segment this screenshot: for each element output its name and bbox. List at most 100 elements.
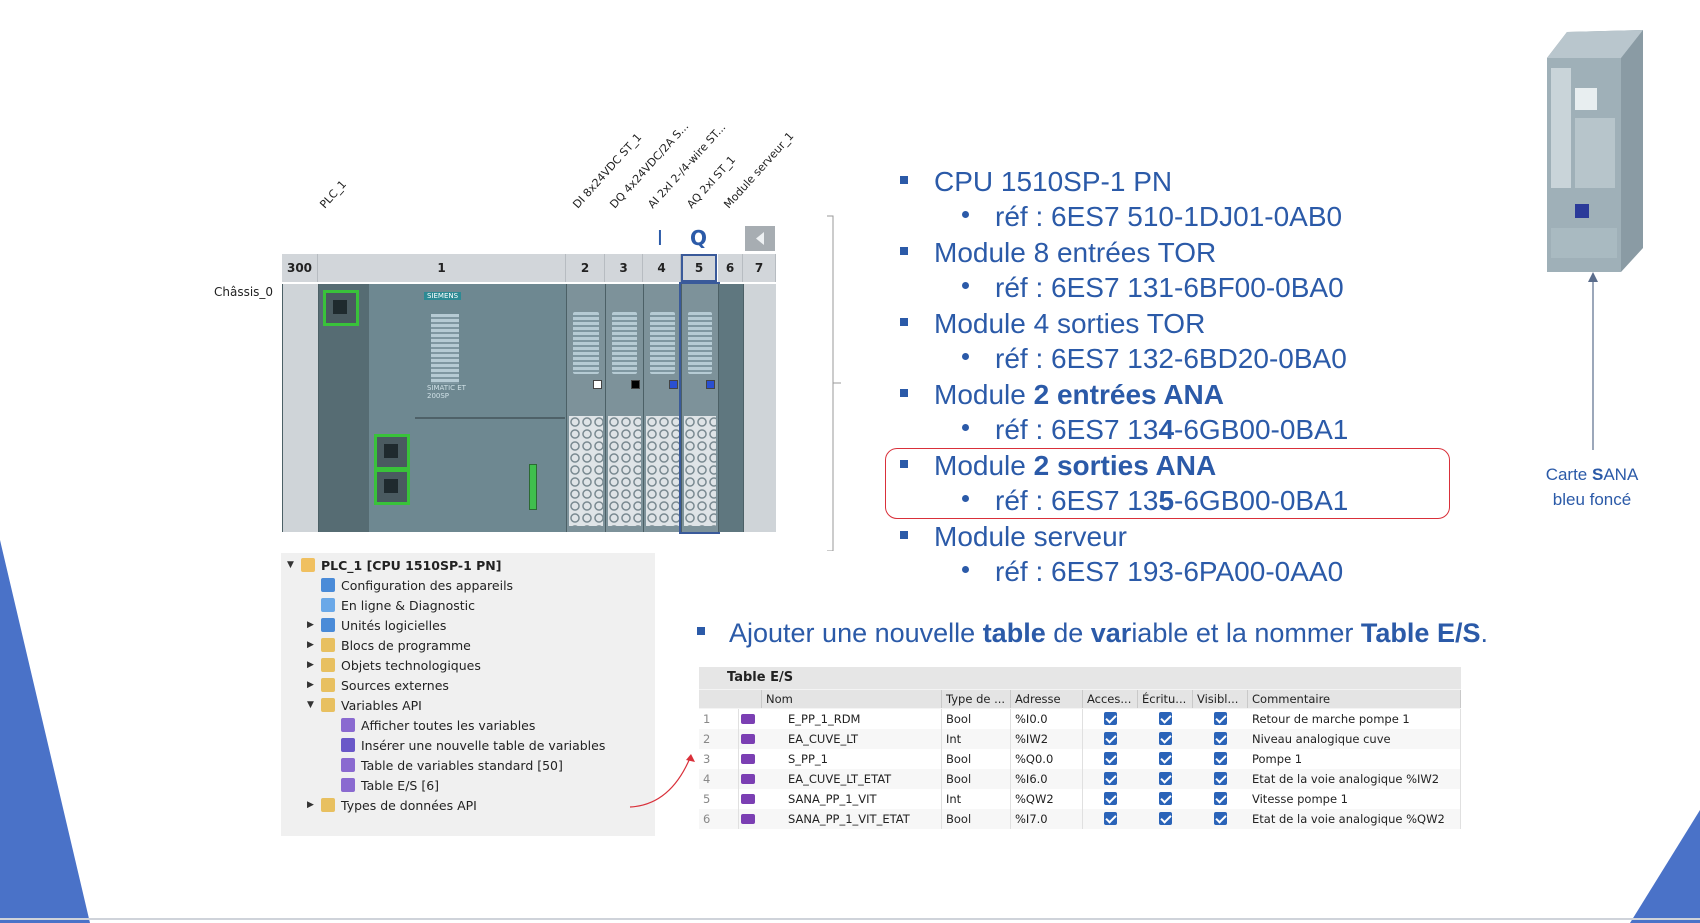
cell-name[interactable]: E_PP_1_RDM [762,709,942,729]
tree-item-show-all[interactable]: Afficher toutes les variables [327,715,535,735]
cell-type[interactable]: Bool [942,769,1011,789]
cell-name[interactable]: S_PP_1 [762,749,942,769]
cell-comment[interactable]: Vitesse pompe 1 [1248,789,1461,809]
cell-comment[interactable]: Retour de marche pompe 1 [1248,709,1461,729]
tree-item-config[interactable]: Configuration des appareils [307,575,513,595]
tree-item-plc[interactable]: ▼ PLC_1 [CPU 1510SP-1 PN] [287,557,502,573]
tag-icon [741,754,755,764]
ref-cpu: réf : 6ES7 510-1DJ01-0AB0 [962,201,1342,233]
ai-module[interactable] [643,284,681,532]
tag-icon [741,734,755,744]
tree-item-blocks[interactable]: ▶ Blocs de programme [307,637,471,653]
row-index: 6 [699,809,739,829]
folder-icon [321,658,335,672]
aq-module[interactable] [679,282,720,534]
cell-type[interactable]: Int [942,789,1011,809]
tag-icon [741,814,755,824]
tree-item-external[interactable]: ▶ Sources externes [307,677,449,693]
tree-item-standard-table[interactable]: Table de variables standard [50] [327,755,563,775]
cell-name[interactable]: EA_CUVE_LT [762,729,942,749]
header-comment[interactable]: Commentaire [1248,690,1461,708]
header-visible[interactable]: Visibl... [1193,690,1248,708]
rack-slot-2[interactable]: 2 [566,254,605,282]
rack-slot-5[interactable]: 5 [681,254,717,282]
checkbox-writable[interactable] [1159,812,1172,825]
cell-type[interactable]: Bool [942,809,1011,829]
tag-icon [741,774,755,784]
cell-comment[interactable]: Etat de la voie analogique %QW2 [1248,809,1461,829]
cell-name[interactable]: SANA_PP_1_VIT [762,789,942,809]
cell-address[interactable]: %IW2 [1011,729,1083,749]
rack-slot-6[interactable]: 6 [718,254,743,282]
tree-item-datatypes[interactable]: ▶ Types de données API [307,797,477,813]
cell-name[interactable]: EA_CUVE_LT_ETAT [762,769,942,789]
chevron-left-icon [756,232,764,245]
device-config-icon [321,578,335,592]
cell-address[interactable]: %I0.0 [1011,709,1083,729]
cell-address[interactable]: %I6.0 [1011,769,1083,789]
tree-item-io-table[interactable]: Table E/S [6] [327,775,439,795]
header-address[interactable]: Adresse [1011,690,1083,708]
checkbox-accessible[interactable] [1104,732,1117,745]
cell-address[interactable]: %Q0.0 [1011,749,1083,769]
cpu-module[interactable]: SIEMENS SIMATIC ET 200SP [318,284,566,532]
di-module[interactable] [566,284,605,532]
checkbox-visible[interactable] [1214,752,1227,765]
checkbox-accessible[interactable] [1104,772,1117,785]
checkbox-accessible[interactable] [1104,812,1117,825]
server-module[interactable] [718,284,743,532]
cell-name[interactable]: SANA_PP_1_VIT_ETAT [762,809,942,829]
tree-item-techobjects[interactable]: ▶ Objets technologiques [307,657,481,673]
rack-slot-7[interactable]: 7 [743,254,776,282]
bullet-aq: Module 2 sorties ANA [900,450,1216,482]
cell-comment[interactable]: Etat de la voie analogique %IW2 [1248,769,1461,789]
tree-item-variables[interactable]: ▼ Variables API [307,697,422,713]
header-name[interactable]: Nom [762,690,942,708]
add-table-icon [341,738,355,752]
cell-comment[interactable]: Niveau analogique cuve [1248,729,1461,749]
checkbox-writable[interactable] [1159,752,1172,765]
checkbox-visible[interactable] [1214,712,1227,725]
checkbox-visible[interactable] [1214,812,1227,825]
tag-icon [741,794,755,804]
rack-slot-300[interactable]: 300 [282,254,318,282]
rack-slot-4[interactable]: 4 [643,254,681,282]
cell-address[interactable]: %QW2 [1011,789,1083,809]
checkbox-accessible[interactable] [1104,752,1117,765]
tree-item-insert-table[interactable]: Insérer une nouvelle table de variables [327,735,605,755]
checkbox-writable[interactable] [1159,772,1172,785]
checkbox-writable[interactable] [1159,712,1172,725]
tree-item-online[interactable]: En ligne & Diagnostic [307,595,475,615]
header-type[interactable]: Type de ... [942,690,1011,708]
checkbox-accessible[interactable] [1104,712,1117,725]
checkbox-writable[interactable] [1159,732,1172,745]
row-index: 2 [699,729,739,749]
ref-server: réf : 6ES7 193-6PA00-0AA0 [962,556,1343,588]
rack-slot-1[interactable]: 1 [318,254,566,282]
cell-address[interactable]: %I7.0 [1011,809,1083,829]
dq-module[interactable] [605,284,643,532]
cell-type[interactable]: Int [942,729,1011,749]
ethernet-port-icon [374,469,410,505]
cell-type[interactable]: Bool [942,709,1011,729]
ethernet-port-icon [374,434,410,470]
checkbox-accessible[interactable] [1104,792,1117,805]
tag-icon [741,714,755,724]
checkbox-visible[interactable] [1214,772,1227,785]
checkbox-visible[interactable] [1214,792,1227,805]
header-access[interactable]: Acces... [1083,690,1138,708]
cell-type[interactable]: Bool [942,749,1011,769]
scroll-left-button[interactable] [745,226,775,251]
header-write[interactable]: Écritu... [1138,690,1193,708]
cell-comment[interactable]: Pompe 1 [1248,749,1461,769]
rack-slot-3[interactable]: 3 [605,254,643,282]
checkbox-visible[interactable] [1214,732,1227,745]
tree-item-units[interactable]: ▶ Unités logicielles [307,617,447,633]
checkbox-writable[interactable] [1159,792,1172,805]
